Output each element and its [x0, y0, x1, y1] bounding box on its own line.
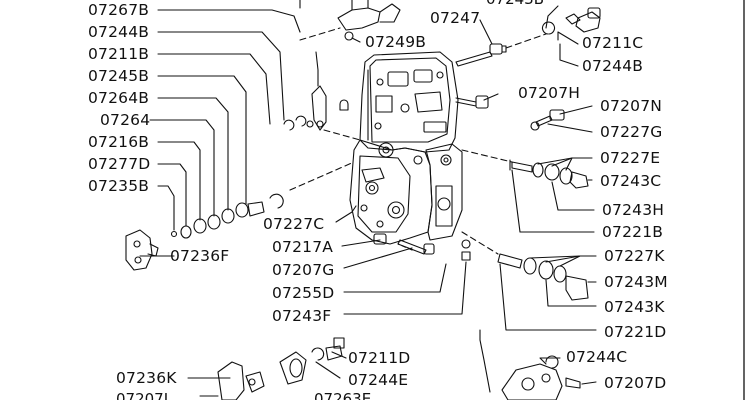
- label-07243K: 07243K: [604, 298, 665, 316]
- lever-part: [311, 85, 349, 131]
- label-07243F: 07243F: [272, 307, 332, 325]
- label-07227K: 07227K: [604, 247, 665, 265]
- label-07255D: 07255D: [272, 284, 335, 302]
- label-07217A: 07217A: [272, 238, 334, 256]
- label-07236K: 07236K: [116, 369, 177, 387]
- label-07216B: 07216B: [88, 133, 150, 151]
- partial-bottom-label: 07207J: [116, 390, 168, 400]
- bolts-07217A: [373, 233, 471, 261]
- partial-bottom-label-2: 07263E: [314, 390, 371, 400]
- leader-lines: [139, 5, 597, 397]
- label-07243H: 07243H: [602, 201, 665, 219]
- label-07211C: 07211C: [582, 34, 644, 52]
- label-07227G: 07227G: [600, 123, 663, 141]
- screw-07207N: [530, 109, 565, 131]
- label-07244C: 07244C: [566, 348, 628, 366]
- label-07249B: 07249B: [365, 33, 427, 51]
- label-07243C: 07243C: [600, 172, 662, 190]
- label-07267B: 07267B: [88, 1, 150, 19]
- label-07236F: 07236F: [170, 247, 230, 265]
- partial-top-label: 07243B: [486, 0, 544, 8]
- label-07244B-left: 07244B: [88, 23, 150, 41]
- label-07227C: 07227C: [263, 215, 325, 233]
- valve-body-housing: [349, 51, 463, 245]
- plug-07211C: [541, 7, 601, 35]
- label-07245B: 07245B: [88, 67, 150, 85]
- label-07264: 07264: [100, 111, 151, 129]
- label-07221B: 07221B: [602, 223, 664, 241]
- parts-07211D-group: [279, 337, 345, 385]
- left-spool-parts: [170, 115, 314, 239]
- label-07207D: 07207D: [604, 374, 667, 392]
- label-07227E: 07227E: [600, 149, 661, 167]
- valve-train-upper: [509, 159, 589, 189]
- top-linkage-part: [299, 0, 401, 41]
- label-07244E: 07244E: [348, 371, 409, 389]
- pin-07247: [455, 43, 507, 67]
- label-07235B: 07235B: [88, 177, 150, 195]
- label-07211B: 07211B: [88, 45, 150, 63]
- label-07264B: 07264B: [88, 89, 150, 107]
- label-07244B-right: 07244B: [582, 57, 644, 75]
- bracket-07236K: [217, 361, 265, 400]
- label-07207H: 07207H: [518, 84, 581, 102]
- label-07247: 07247: [430, 9, 481, 27]
- label-07207N: 07207N: [600, 97, 663, 115]
- valve-train-lower: [497, 253, 589, 301]
- label-07211D: 07211D: [348, 349, 411, 367]
- bracket-07236F: [125, 229, 159, 271]
- label-07243M: 07243M: [604, 273, 668, 291]
- label-07277D: 07277D: [88, 155, 151, 173]
- bolt-07207H: [455, 95, 489, 109]
- label-07207G: 07207G: [272, 261, 335, 279]
- label-07221D: 07221D: [604, 323, 667, 341]
